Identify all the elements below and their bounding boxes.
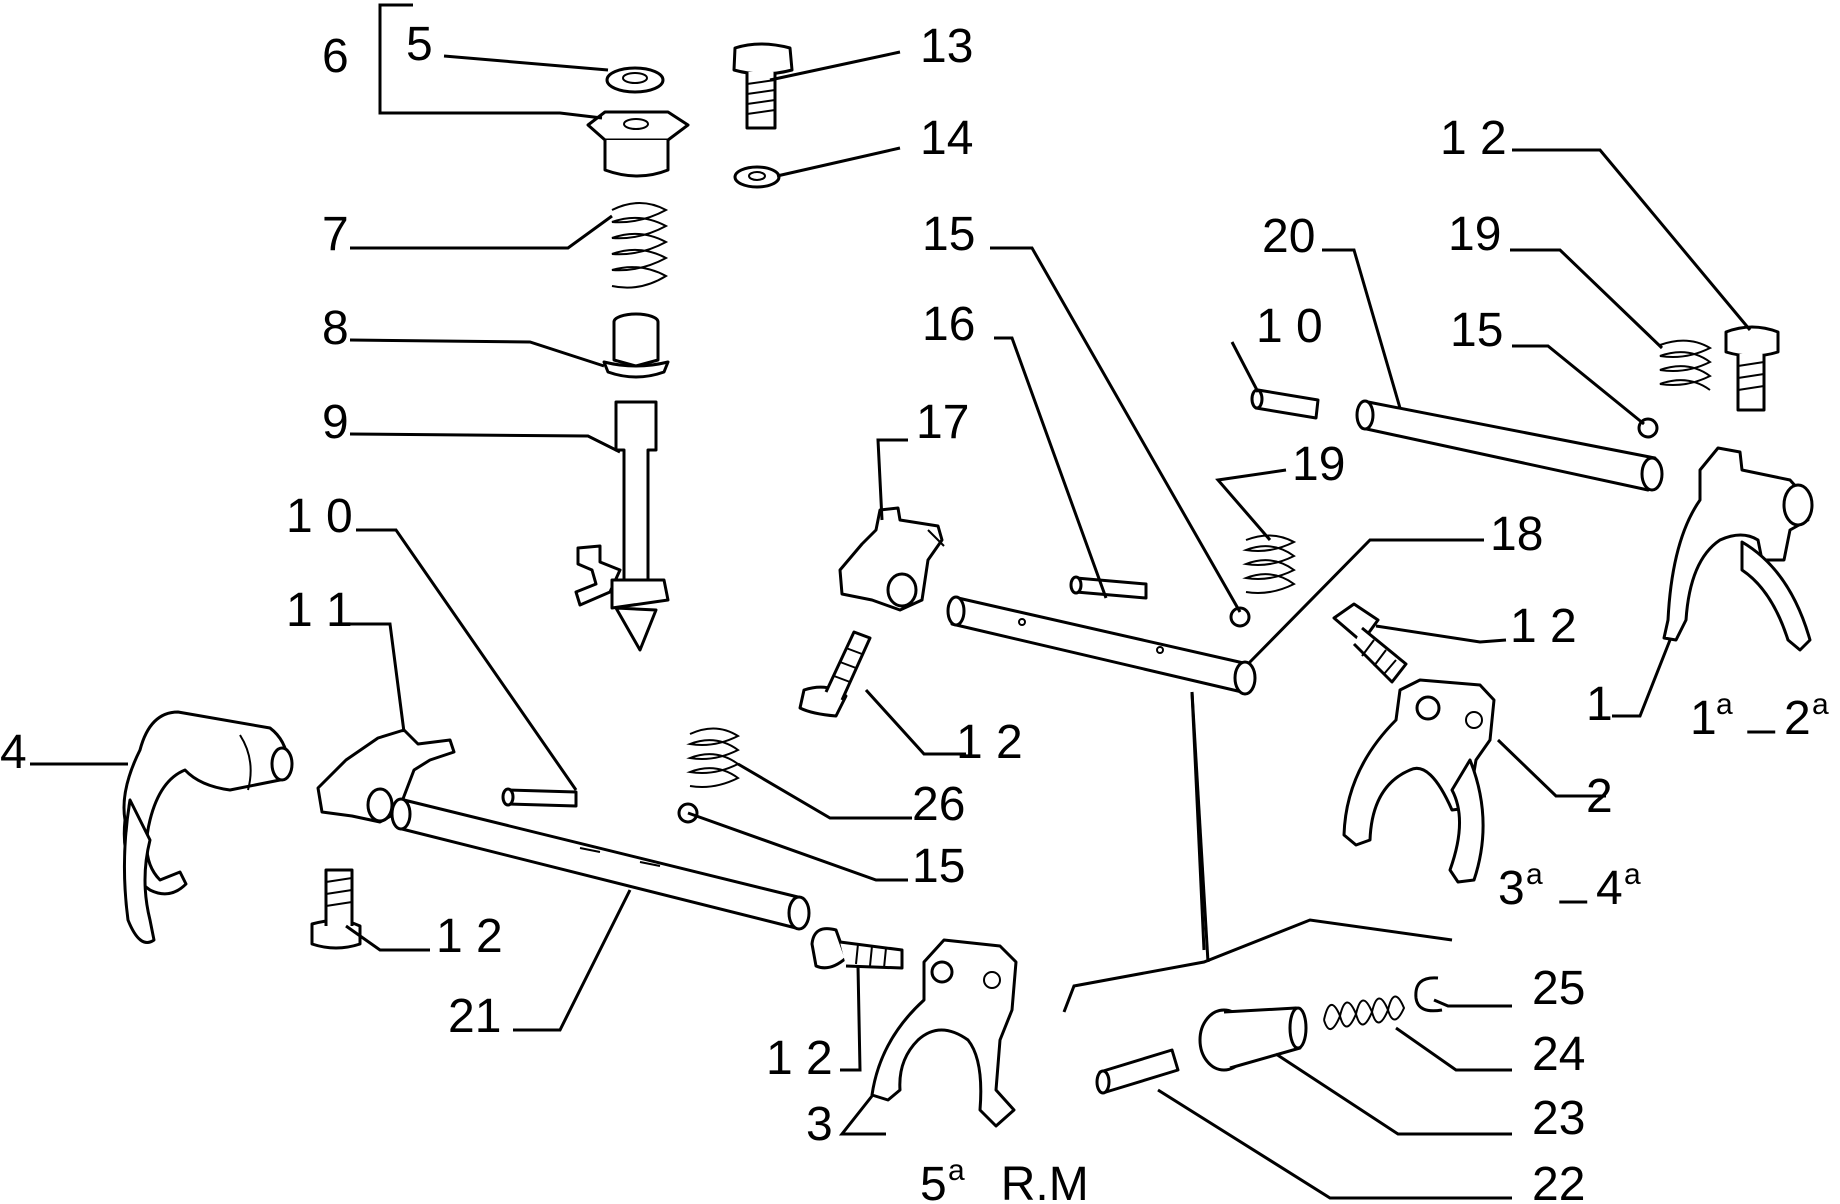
part-14-washer	[733, 165, 781, 189]
callout-16: 16	[922, 298, 975, 351]
callout-24: 24	[1532, 1028, 1585, 1081]
callout-14: 14	[920, 112, 973, 165]
gear-5-rest: _R.M	[973, 1158, 1089, 1204]
part-13-bolt	[732, 42, 794, 130]
callout-26: 26	[912, 778, 965, 831]
part-2-fork-3-4	[1342, 678, 1496, 884]
callout-3: 3	[806, 1098, 833, 1151]
gear-label-3-4: 3 a _ 4 a	[1498, 852, 1641, 915]
callout-25: 25	[1532, 962, 1585, 1015]
callout-7: 7	[322, 208, 349, 261]
callout-13: 13	[920, 20, 973, 73]
callout-8: 8	[322, 302, 349, 355]
part-25-circlip	[1414, 976, 1443, 1013]
gear-1-2-sup1: a	[1716, 688, 1733, 721]
part-15-ball-mid	[1229, 606, 1251, 628]
gear-5-first: 5	[920, 1158, 947, 1204]
part-26-spring	[686, 727, 741, 788]
part-5-seal	[605, 66, 665, 94]
callout-5: 5	[406, 18, 433, 71]
part-23-plunger	[1198, 1006, 1308, 1072]
gear-5-sup: a	[948, 1154, 965, 1187]
gear-1-2-second: 2	[1784, 692, 1811, 745]
gear-label-5-rm: 5 a _R.M	[920, 1154, 1089, 1204]
part-10-pin-lower	[501, 787, 578, 808]
part-21-rail	[390, 797, 811, 931]
part-16-pin	[1069, 575, 1148, 600]
gear-1-2-sup2: a	[1812, 688, 1829, 721]
part-4-fork-left	[122, 710, 294, 944]
part-11-selector-block	[316, 728, 456, 824]
part-6-flange-cover	[586, 110, 690, 178]
callout-12-lower-left: 1 2	[436, 910, 503, 963]
callout-10-upper: 1 0	[1256, 300, 1323, 353]
callout-19-upper: 19	[1448, 208, 1501, 261]
callout-12-near-fork-2: 1 2	[1510, 600, 1577, 653]
assembly-bracket	[1062, 691, 1453, 1013]
callout-1: 1	[1586, 678, 1613, 731]
part-19-spring-upper	[1659, 339, 1713, 391]
part-7-spring	[611, 202, 669, 289]
callout-12-near-fork-3: 1 2	[766, 1032, 833, 1085]
callout-12-under-17: 1 2	[956, 716, 1023, 769]
callout-18: 18	[1490, 508, 1543, 561]
callout-21: 21	[448, 990, 501, 1043]
gear-1-2-first: 1	[1690, 692, 1717, 745]
callout-12-upper-right: 1 2	[1440, 112, 1507, 165]
callout-22: 22	[1532, 1158, 1585, 1204]
part-12-bolt-lower-left	[310, 868, 362, 950]
callout-9: 9	[322, 396, 349, 449]
gear-1-2-dash: _	[1747, 682, 1776, 735]
part-12-bolt-under-17	[798, 630, 872, 718]
part-12-bolt-upper-right	[1724, 325, 1780, 412]
part-10-pin-upper	[1250, 388, 1320, 420]
callout-23: 23	[1532, 1092, 1585, 1145]
part-18-rail	[946, 595, 1257, 696]
part-12-bolt-near-fork-3	[810, 927, 904, 970]
leader-lines	[30, 3, 1752, 1200]
callout-17: 17	[916, 396, 969, 449]
gear-3-4-dash: _	[1559, 852, 1588, 905]
gear-3-4-second: 4	[1596, 862, 1623, 915]
callout-4: 4	[0, 726, 27, 779]
part-1-fork-1-2	[1662, 446, 1814, 652]
part-9-selector-shaft	[574, 400, 670, 652]
part-12-bolt-near-fork-2	[1332, 602, 1408, 684]
callout-15-left: 15	[912, 840, 965, 893]
callout-6: 6	[322, 30, 349, 83]
callout-20: 20	[1262, 210, 1315, 263]
gear-3-4-sup1: a	[1526, 858, 1543, 891]
gear-3-4-sup2: a	[1624, 858, 1641, 891]
gear-3-4-first: 3	[1498, 862, 1525, 915]
part-17-selector-block	[838, 506, 945, 612]
callout-15-mid: 15	[922, 208, 975, 261]
part-20-rail	[1355, 399, 1664, 492]
gear-label-1-2: 1 a _ 2 a	[1690, 682, 1829, 745]
callout-10-lower: 1 0	[286, 490, 353, 543]
part-22-pin	[1095, 1048, 1180, 1095]
part-19-spring-mid	[1242, 534, 1297, 594]
callout-labels: 5 6 13 14 7 8 9 1 0 1 1 4 1 2 21 15 26 1…	[0, 18, 1613, 1204]
part-24-spring	[1323, 995, 1406, 1030]
callout-19-mid: 19	[1292, 438, 1345, 491]
callout-15-right: 15	[1450, 304, 1503, 357]
part-8-bushing	[602, 312, 670, 379]
callout-11: 1 1	[286, 584, 353, 637]
callout-2: 2	[1586, 770, 1613, 823]
part-3-fork-5-rm	[870, 938, 1018, 1128]
